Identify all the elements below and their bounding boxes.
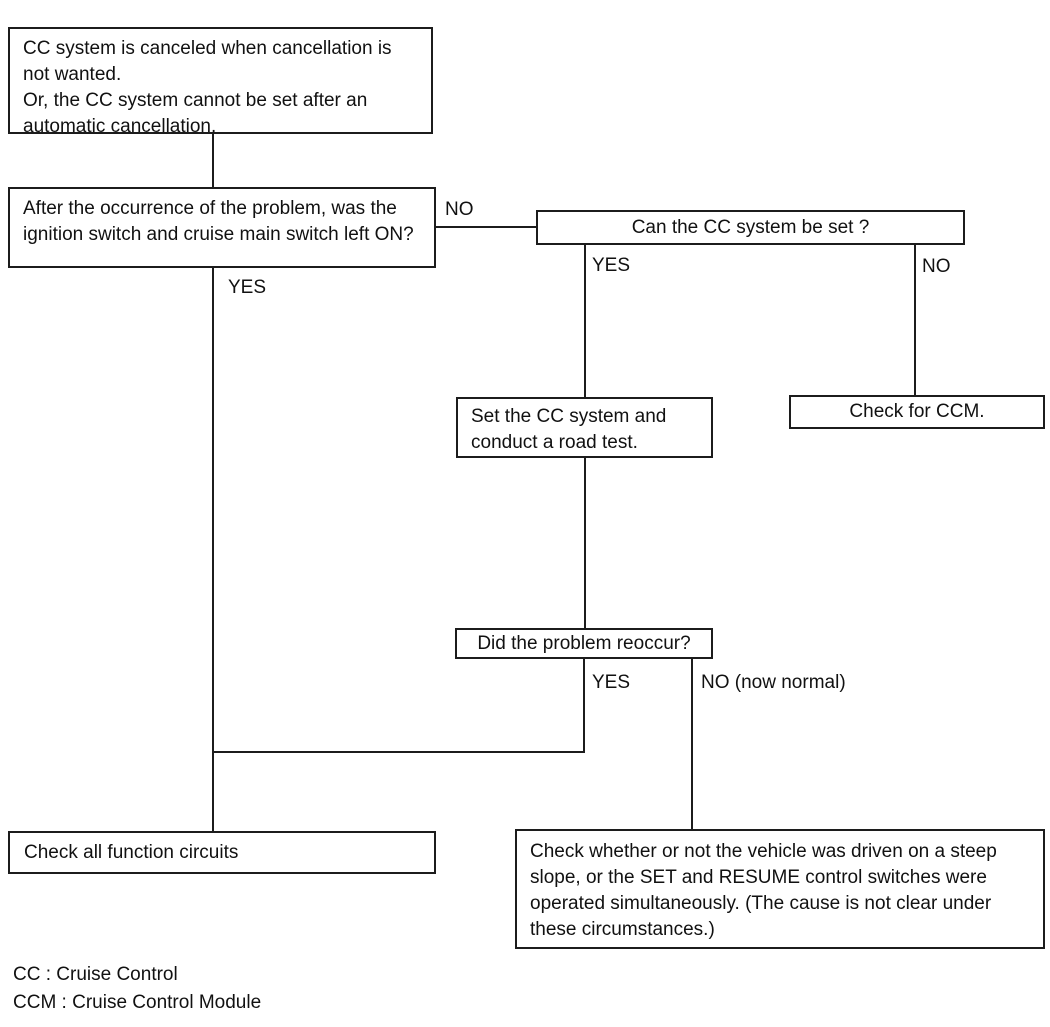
branch-label-reoccur-no: NO (now normal): [701, 672, 846, 693]
box-check-ccm-text: Check for CCM.: [849, 401, 985, 422]
connector-reoccur-yes-vertical: [583, 657, 585, 753]
legend-cc: CC : Cruise Control: [13, 964, 178, 985]
box-question-reoccur-text: Did the problem reoccur?: [477, 632, 691, 654]
connector-merge-horizontal: [212, 751, 585, 753]
connector-reoccur-no-vertical: [691, 657, 693, 831]
box-trigger-text: CC system is canceled when cancellation …: [23, 38, 392, 137]
connector-q1-yes-vertical: [212, 266, 214, 833]
box-check-circuits-text: Check all function circuits: [24, 841, 239, 863]
flowchart-box-question-ignition: After the occurrence of the problem, was…: [8, 187, 436, 268]
legend-ccm: CCM : Cruise Control Module: [13, 992, 262, 1013]
flowchart-box-question-can-set: Can the CC system be set ?: [536, 210, 965, 245]
connector-canset-no-vertical: [914, 244, 916, 397]
branch-label-can-set-yes: YES: [592, 255, 631, 276]
flowchart-box-question-reoccur: Did the problem reoccur?: [455, 628, 713, 659]
flowchart-box-trigger: CC system is canceled when cancellation …: [8, 27, 433, 137]
connector-q1-no-horizontal: [434, 226, 538, 228]
box-road-test-text: Set the CC system and conduct a road tes…: [471, 406, 667, 453]
branch-label-reoccur-yes: YES: [592, 672, 631, 693]
legend: CC : Cruise Control CCM : Cruise Control…: [13, 961, 261, 1017]
box-check-slope-text: Check whether or not the vehicle was dri…: [530, 841, 997, 940]
branch-label-ignition-yes: YES: [228, 277, 267, 298]
flowchart-box-check-circuits: Check all function circuits: [8, 831, 436, 874]
connector-roadtest-to-reoccur: [584, 456, 586, 630]
flowchart-box-check-ccm: Check for CCM.: [789, 395, 1045, 429]
flowchart-box-road-test: Set the CC system and conduct a road tes…: [456, 397, 713, 458]
branch-label-can-set-no: NO: [922, 256, 951, 277]
box-question-ignition-text: After the occurrence of the problem, was…: [23, 198, 414, 245]
flowchart-box-check-slope: Check whether or not the vehicle was dri…: [515, 829, 1045, 949]
connector-canset-yes-vertical: [584, 244, 586, 399]
branch-label-ignition-no: NO: [445, 199, 474, 220]
box-question-can-set-text: Can the CC system be set ?: [631, 216, 870, 238]
connector-trigger-to-q1: [212, 133, 214, 189]
